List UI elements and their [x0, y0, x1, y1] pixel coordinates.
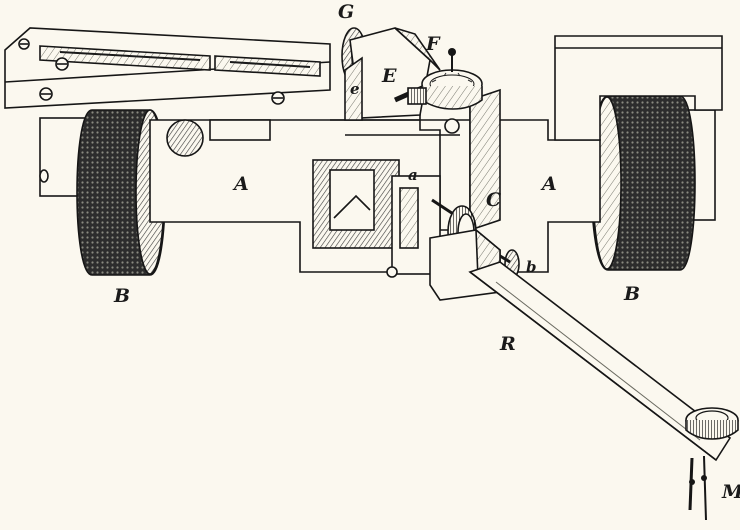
right-wheel: [590, 95, 716, 271]
dial-assembly: [341, 27, 483, 134]
left-wheel: [39, 109, 166, 276]
central-column: [330, 88, 501, 232]
label-E: E: [381, 65, 397, 87]
label-e: e: [350, 80, 360, 98]
label-F: F: [425, 33, 441, 55]
label-G: G: [338, 1, 354, 23]
label-A-left: A: [232, 173, 249, 195]
label-C: C: [486, 189, 501, 211]
label-b: b: [526, 258, 537, 276]
label-B-right: B: [623, 283, 640, 305]
label-M: M: [721, 481, 740, 503]
tracer-arm: [429, 228, 739, 521]
label-A-right: A: [540, 173, 557, 195]
slotted-arm: [4, 27, 331, 109]
label-B-left: B: [113, 285, 130, 307]
label-a: a: [408, 166, 418, 184]
label-R: R: [499, 333, 516, 355]
